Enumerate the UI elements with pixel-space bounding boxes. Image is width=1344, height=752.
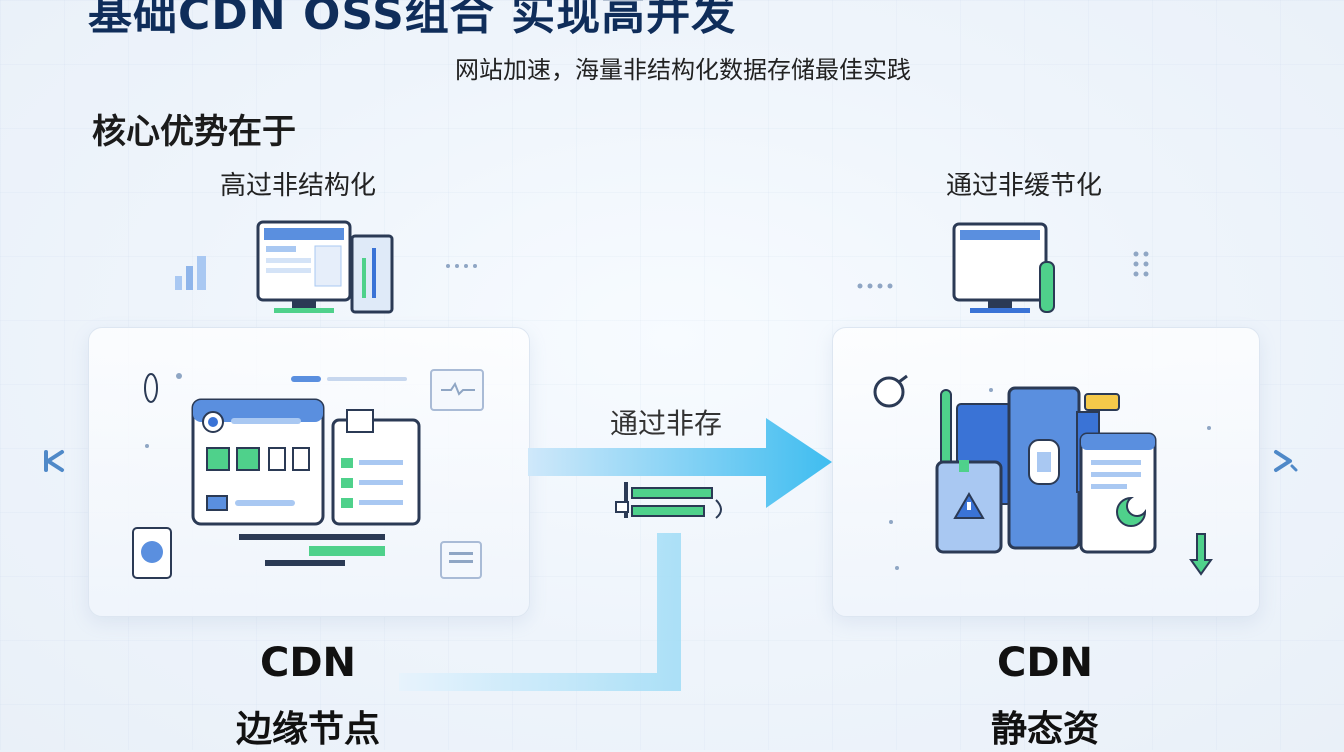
right-node-title: CDN xyxy=(996,640,1094,686)
return-path xyxy=(395,525,695,695)
static-assets-illustration xyxy=(873,374,1213,576)
desktop-monitor-icon xyxy=(857,222,1149,313)
page-subtitle: 网站加速，海量非结构化数据存储最佳实践 xyxy=(455,56,911,84)
right-node-panel xyxy=(832,327,1260,617)
chevron-left-icon[interactable] xyxy=(40,446,68,476)
flow-arrow xyxy=(520,410,840,530)
page-title: 基础CDN OSS组合 实现高并发 xyxy=(88,0,737,40)
left-node-subtitle: 边缘节点 xyxy=(235,709,380,750)
right-top-illustration xyxy=(852,220,1182,320)
server-dashboard-illustration xyxy=(132,369,484,579)
right-node-subtitle: 静态资 xyxy=(990,709,1099,750)
left-top-illustration xyxy=(170,218,500,318)
arrow-label: 通过非存 xyxy=(610,407,723,440)
left-node-panel xyxy=(88,327,530,617)
chevron-right-icon[interactable] xyxy=(1270,446,1298,476)
return-connector xyxy=(399,533,681,691)
desktop-monitor-icon xyxy=(175,220,477,314)
arrow-right-icon xyxy=(528,418,832,519)
left-caption: 高过非结构化 xyxy=(220,171,377,201)
section-heading: 核心优势在于 xyxy=(92,112,296,152)
left-node-title: CDN xyxy=(259,640,357,686)
right-caption: 通过非缓节化 xyxy=(946,171,1103,201)
